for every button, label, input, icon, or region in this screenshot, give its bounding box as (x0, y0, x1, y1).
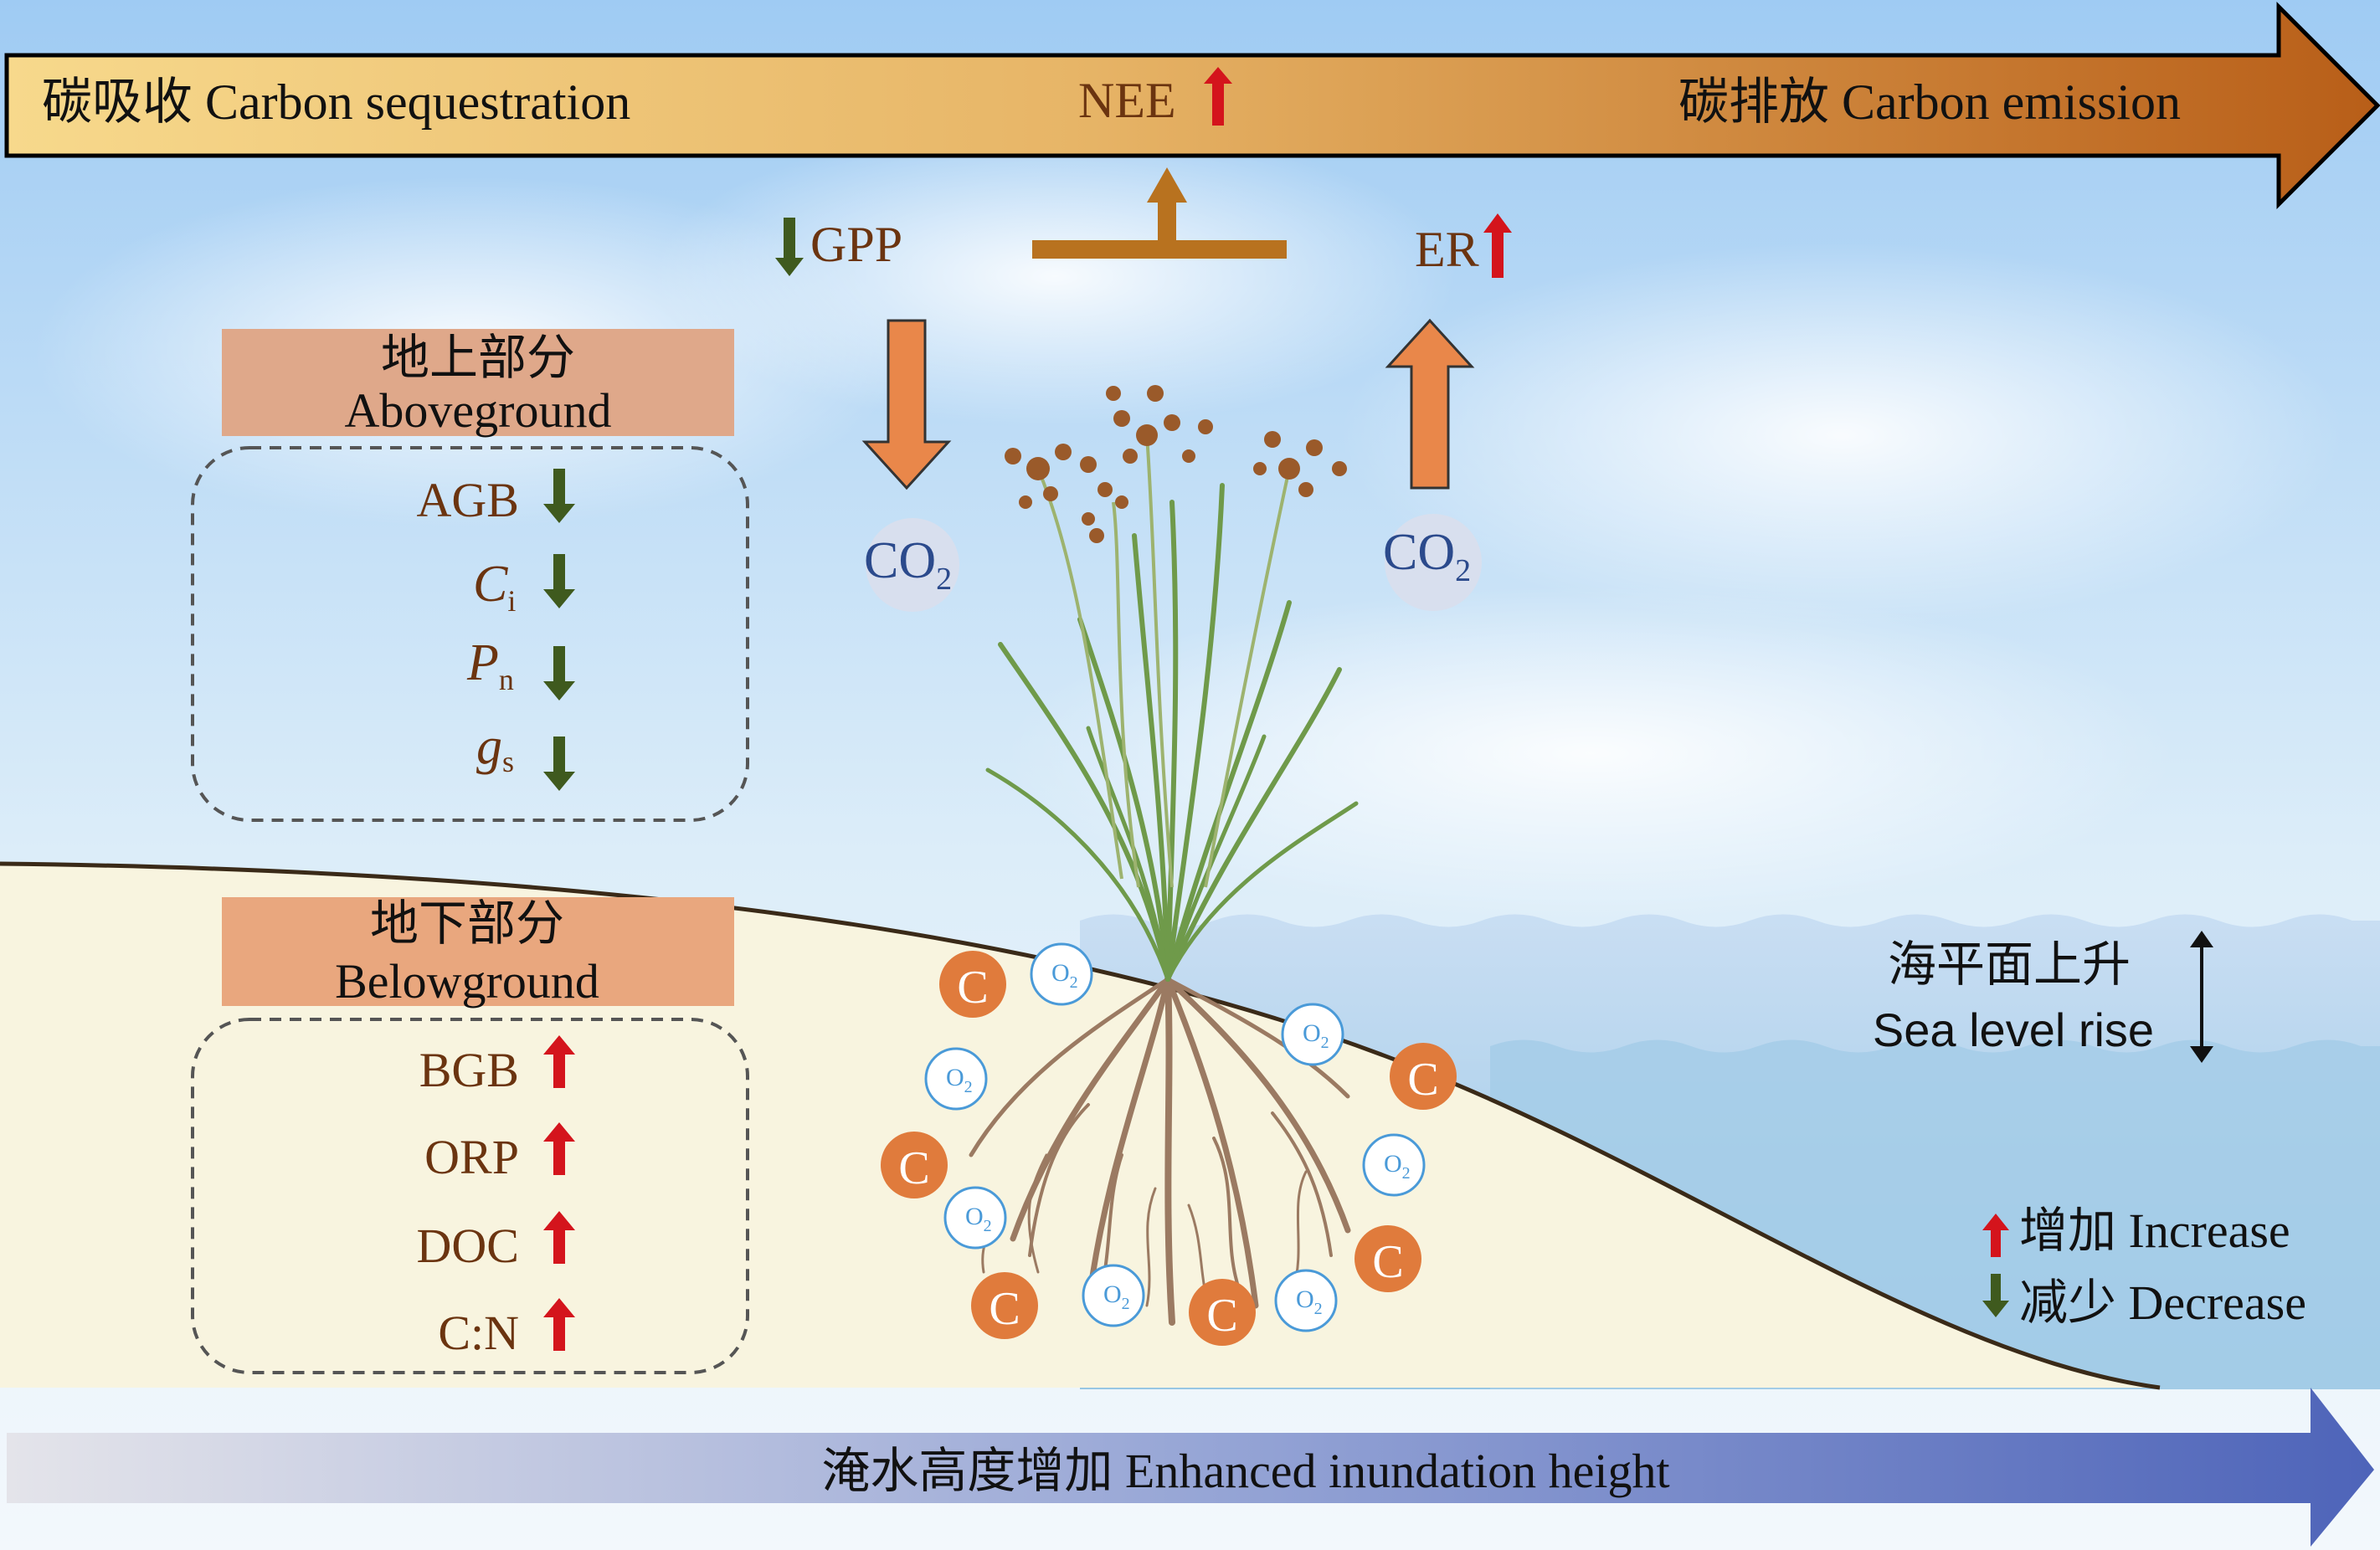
er-label: ER (1415, 222, 1479, 277)
gpp-flux: GPP CO2 (775, 217, 959, 612)
carbon-marker-label: C (1372, 1236, 1403, 1288)
sea-level-rise-cn: 海平面上升 (1888, 937, 2131, 992)
er-flux: ER CO2 (1383, 213, 1512, 611)
legend-decrease-label: 减少 Decrease (2019, 1275, 2306, 1330)
orp-label: ORP (424, 1130, 519, 1184)
soil-carbon-markers: C C C C C C (881, 951, 1457, 1346)
inundation-gradient-arrow: 淹水高度增加 Enhanced inundation height (7, 1388, 2374, 1547)
gpp-downward-arrow (861, 319, 952, 490)
gpp-label: GPP (810, 217, 902, 272)
bgb-label: BGB (419, 1043, 519, 1097)
svg-text:O2: O2 (1303, 1019, 1329, 1052)
pn-decrease-arrow-icon (543, 646, 575, 701)
carbon-balance-arrow-bar: 碳吸收 Carbon sequestration NEE 碳排放 Carbon … (4, 1, 2380, 210)
carbon-marker-label: C (957, 962, 988, 1014)
er-upward-arrow (1385, 318, 1475, 490)
aboveground-indicator-box (191, 446, 749, 822)
sea-level-rise-en: Sea level rise (1873, 1003, 2154, 1056)
bgb-increase-arrow-icon (543, 1035, 575, 1088)
oxygen-marker-labels: O2 O2 O2 O2 O2 O2 O2 (946, 959, 1411, 1318)
cn-ratio-label: C:N (438, 1306, 519, 1360)
carbon-marker-label: C (1407, 1054, 1438, 1106)
plant-stems (1036, 434, 1291, 888)
plant-roots (969, 976, 1351, 1326)
carbon-marker-label: C (1206, 1290, 1237, 1342)
doc-label: DOC (417, 1219, 519, 1273)
co2-right-label: CO2 (1383, 524, 1471, 588)
co2-left-bubble (866, 518, 959, 612)
agb-decrease-arrow-icon (543, 469, 575, 523)
sedge-plant-illustration (969, 385, 1359, 1326)
trend-legend: 增加 Increase 减少 Decrease (1982, 1204, 2306, 1330)
doc-increase-arrow-icon (543, 1211, 575, 1264)
legend-increase-arrow-icon (1982, 1214, 2009, 1257)
aboveground-title-box (222, 329, 734, 436)
carbon-marker-label: C (898, 1142, 929, 1194)
er-increase-arrow-icon (1483, 213, 1512, 278)
belowground-panel: 地下部分 Belowground BGB ORP DOC C:N (191, 896, 749, 1374)
ci-label: Ci (473, 556, 516, 618)
plant-leaves (985, 483, 1359, 982)
orp-increase-arrow-icon (543, 1122, 575, 1175)
pn-label: Pn (466, 634, 514, 696)
agb-label: AGB (417, 473, 519, 527)
aboveground-title-en: Aboveground (345, 383, 612, 438)
co2-left-label: CO2 (864, 532, 952, 597)
belowground-indicator-box (191, 1018, 749, 1374)
svg-text:O2: O2 (1103, 1281, 1130, 1313)
sea-level-rise-annotation: 海平面上升 Sea level rise (1873, 931, 2213, 1063)
belowground-title-cn: 地下部分 (370, 896, 564, 951)
nee-label: NEE (1078, 73, 1176, 128)
aboveground-title-cn: 地上部分 (381, 331, 575, 385)
belowground-title-box (222, 897, 734, 1006)
belowground-title-en: Belowground (335, 954, 599, 1009)
gs-label: gs (476, 718, 514, 778)
svg-text:O2: O2 (965, 1203, 992, 1235)
legend-decrease-arrow-icon (1982, 1274, 2009, 1317)
soil-oxygen-markers (924, 942, 1426, 1332)
gs-decrease-arrow-icon (543, 737, 575, 791)
svg-text:O2: O2 (1384, 1150, 1411, 1183)
gpp-decrease-arrow-icon (775, 218, 804, 276)
plant-flower-heads (1005, 385, 1347, 543)
svg-text:O2: O2 (1051, 959, 1078, 992)
carbon-emission-label: 碳排放 Carbon emission (1678, 74, 2181, 130)
aboveground-panel: 地上部分 Aboveground AGB Ci Pn gs (191, 329, 749, 822)
nee-increase-arrow-icon (1204, 67, 1232, 126)
cn-increase-arrow-icon (543, 1298, 575, 1351)
svg-text:O2: O2 (1296, 1286, 1323, 1318)
carbon-marker-label: C (989, 1283, 1020, 1335)
nee-connector (1032, 167, 1287, 259)
ci-decrease-arrow-icon (543, 554, 575, 608)
legend-increase-label: 增加 Increase (2019, 1204, 2290, 1258)
carbon-sequestration-label: 碳吸收 Carbon sequestration (42, 74, 630, 130)
svg-text:O2: O2 (946, 1064, 973, 1096)
co2-right-bubble (1385, 514, 1482, 611)
inundation-label: 淹水高度增加 Enhanced inundation height (821, 1444, 1669, 1498)
